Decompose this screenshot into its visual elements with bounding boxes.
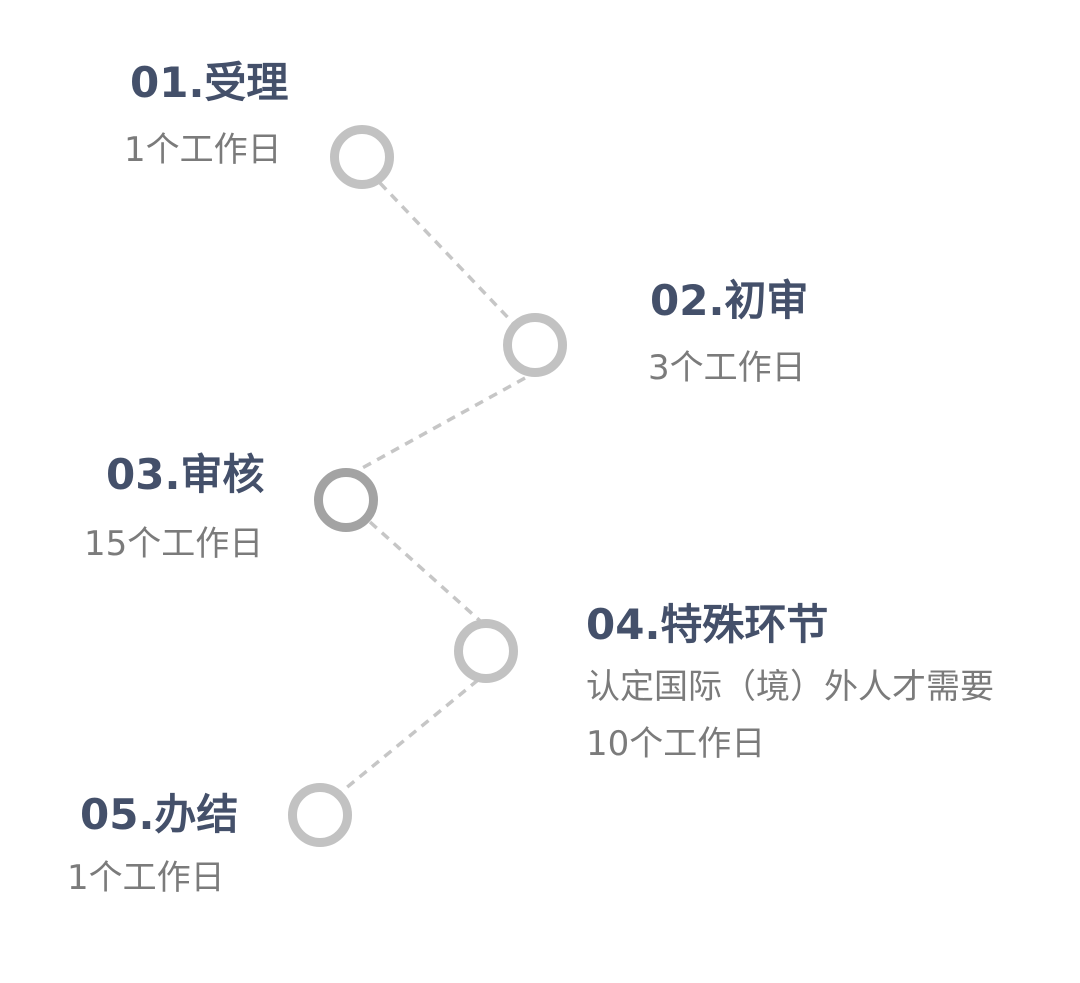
step-5-title: 05.办结: [80, 790, 239, 839]
connector-4-5: [338, 678, 480, 795]
step-4-duration: 10个工作日: [586, 724, 766, 764]
step-2-title: 02.初审: [650, 276, 809, 325]
connector-2-3: [354, 376, 526, 474]
step-2-duration: 3个工作日: [648, 348, 806, 388]
step-5-duration: 1个工作日: [67, 858, 225, 898]
step-4-note: 认定国际（境）外人才需要: [586, 667, 994, 707]
step-3-node-icon: [314, 468, 378, 532]
step-4-node-icon: [454, 619, 518, 683]
connector-1-2: [378, 181, 517, 327]
step-1-node-icon: [330, 125, 394, 189]
step-1-duration: 1个工作日: [124, 130, 282, 170]
step-2-node-icon: [503, 313, 567, 377]
connector-3-4: [368, 520, 490, 630]
step-4-title: 04.特殊环节: [586, 600, 829, 649]
step-5-node-icon: [288, 783, 352, 847]
step-1-title: 01.受理: [130, 58, 289, 107]
step-3-title: 03.审核: [106, 450, 265, 499]
step-3-duration: 15个工作日: [84, 524, 264, 564]
